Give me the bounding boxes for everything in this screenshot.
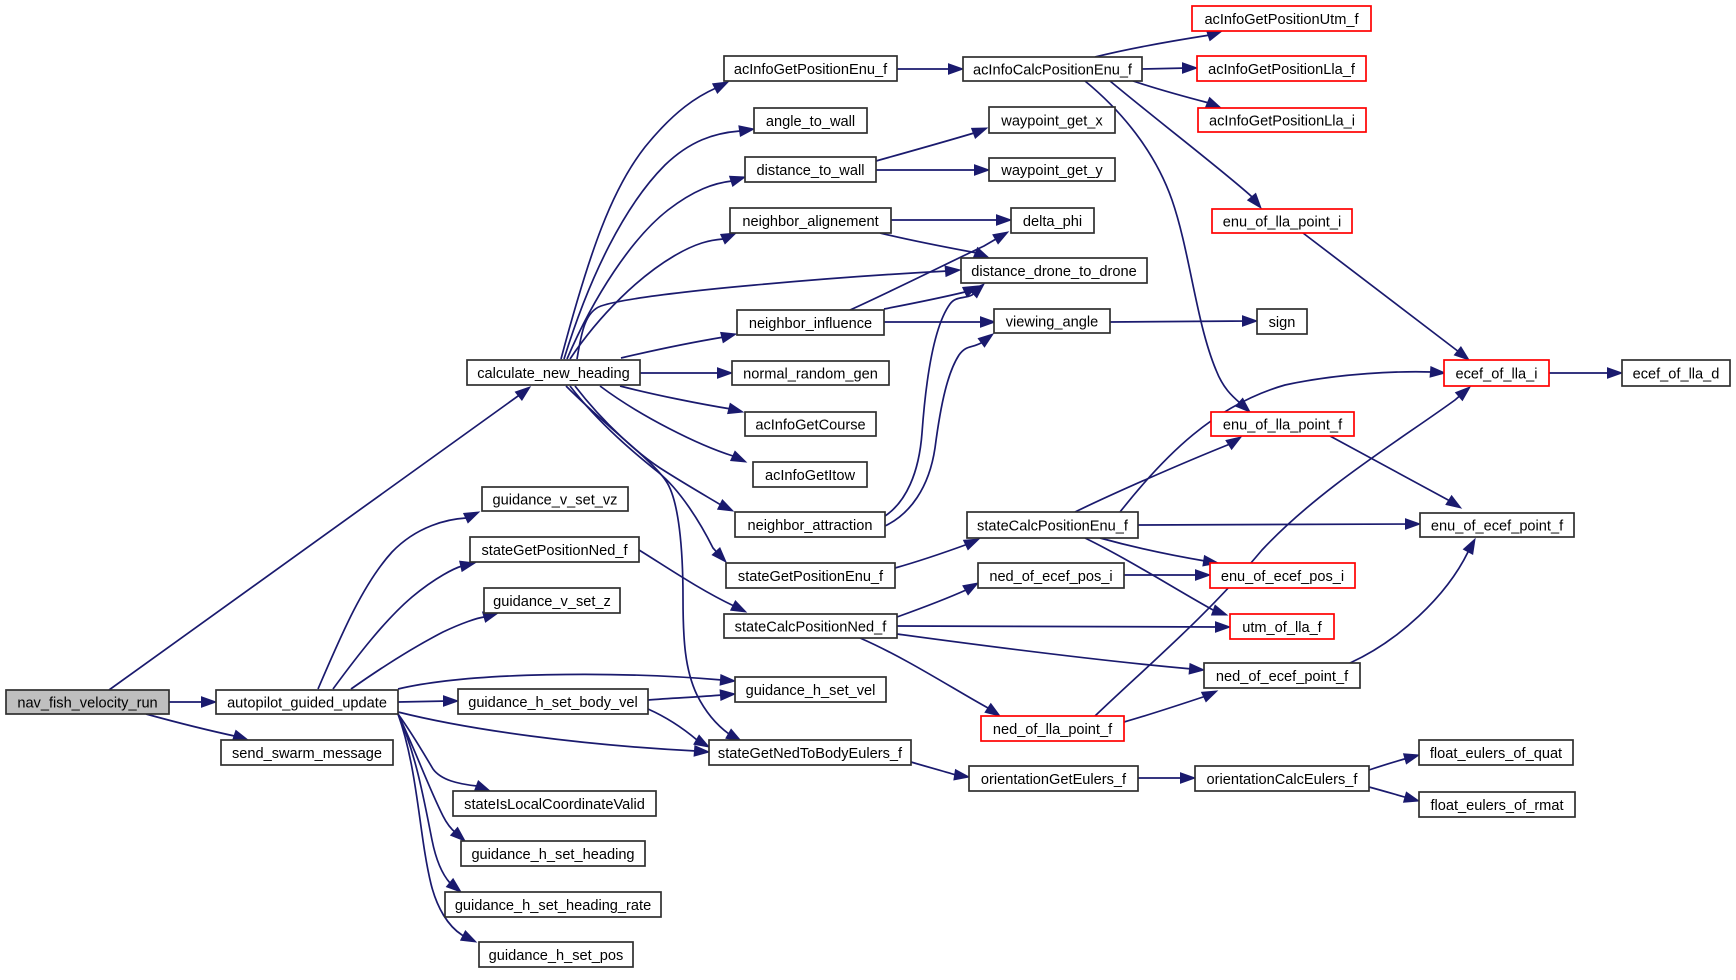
svg-text:guidance_v_set_z: guidance_v_set_z (493, 594, 611, 610)
svg-text:stateGetNedToBodyEulers_f: stateGetNedToBodyEulers_f (718, 746, 903, 762)
svg-text:waypoint_get_x: waypoint_get_x (1000, 114, 1103, 130)
svg-text:acInfoGetPositionLla_f: acInfoGetPositionLla_f (1208, 62, 1356, 78)
svg-text:distance_drone_to_drone: distance_drone_to_drone (971, 264, 1137, 280)
svg-text:ned_of_ecef_pos_i: ned_of_ecef_pos_i (989, 569, 1112, 585)
svg-text:ned_of_ecef_point_f: ned_of_ecef_point_f (1216, 669, 1349, 685)
svg-text:enu_of_ecef_pos_i: enu_of_ecef_pos_i (1221, 569, 1344, 585)
svg-text:sign: sign (1269, 315, 1296, 331)
svg-text:orientationCalcEulers_f: orientationCalcEulers_f (1207, 772, 1359, 788)
svg-text:guidance_h_set_pos: guidance_h_set_pos (489, 948, 624, 964)
svg-text:stateGetPositionNed_f: stateGetPositionNed_f (481, 543, 628, 559)
svg-text:acInfoGetPositionUtm_f: acInfoGetPositionUtm_f (1204, 12, 1359, 28)
svg-text:ecef_of_lla_d: ecef_of_lla_d (1633, 367, 1720, 383)
svg-text:guidance_h_set_vel: guidance_h_set_vel (746, 683, 876, 699)
svg-text:guidance_h_set_heading: guidance_h_set_heading (471, 847, 634, 863)
svg-text:distance_to_wall: distance_to_wall (757, 163, 865, 179)
svg-text:normal_random_gen: normal_random_gen (743, 367, 878, 383)
svg-text:delta_phi: delta_phi (1023, 214, 1082, 230)
svg-text:autopilot_guided_update: autopilot_guided_update (227, 696, 387, 712)
svg-text:acInfoGetPositionLla_i: acInfoGetPositionLla_i (1209, 114, 1355, 130)
svg-text:enu_of_lla_point_i: enu_of_lla_point_i (1223, 215, 1341, 231)
svg-text:nav_fish_velocity_run: nav_fish_velocity_run (17, 696, 157, 712)
svg-text:viewing_angle: viewing_angle (1006, 315, 1099, 331)
svg-text:acInfoGetPositionEnu_f: acInfoGetPositionEnu_f (734, 62, 888, 78)
svg-text:acInfoGetCourse: acInfoGetCourse (755, 418, 865, 434)
svg-text:orientationGetEulers_f: orientationGetEulers_f (981, 772, 1127, 788)
svg-text:float_eulers_of_quat: float_eulers_of_quat (1430, 746, 1562, 762)
svg-text:guidance_h_set_body_vel: guidance_h_set_body_vel (468, 695, 638, 711)
svg-text:stateCalcPositionNed_f: stateCalcPositionNed_f (735, 620, 888, 636)
svg-text:ecef_of_lla_i: ecef_of_lla_i (1456, 367, 1538, 383)
svg-text:utm_of_lla_f: utm_of_lla_f (1242, 620, 1322, 636)
svg-text:float_eulers_of_rmat: float_eulers_of_rmat (1430, 798, 1563, 814)
svg-text:send_swarm_message: send_swarm_message (232, 746, 382, 762)
svg-text:acInfoGetItow: acInfoGetItow (765, 468, 856, 484)
svg-text:neighbor_alignement: neighbor_alignement (742, 214, 878, 230)
svg-text:stateIsLocalCoordinateValid: stateIsLocalCoordinateValid (464, 797, 645, 813)
svg-text:enu_of_ecef_point_f: enu_of_ecef_point_f (1431, 519, 1564, 535)
svg-text:guidance_h_set_heading_rate: guidance_h_set_heading_rate (455, 898, 651, 914)
svg-text:calculate_new_heading: calculate_new_heading (477, 366, 630, 382)
svg-text:stateCalcPositionEnu_f: stateCalcPositionEnu_f (977, 519, 1129, 535)
svg-text:stateGetPositionEnu_f: stateGetPositionEnu_f (738, 569, 884, 585)
svg-text:neighbor_influence: neighbor_influence (749, 316, 872, 332)
svg-text:ned_of_lla_point_f: ned_of_lla_point_f (993, 722, 1113, 738)
svg-text:neighbor_attraction: neighbor_attraction (748, 518, 873, 534)
svg-text:acInfoCalcPositionEnu_f: acInfoCalcPositionEnu_f (973, 63, 1133, 79)
svg-text:angle_to_wall: angle_to_wall (766, 114, 855, 130)
svg-text:guidance_v_set_vz: guidance_v_set_vz (493, 493, 618, 509)
svg-text:waypoint_get_y: waypoint_get_y (1000, 163, 1103, 179)
svg-text:enu_of_lla_point_f: enu_of_lla_point_f (1223, 418, 1343, 434)
